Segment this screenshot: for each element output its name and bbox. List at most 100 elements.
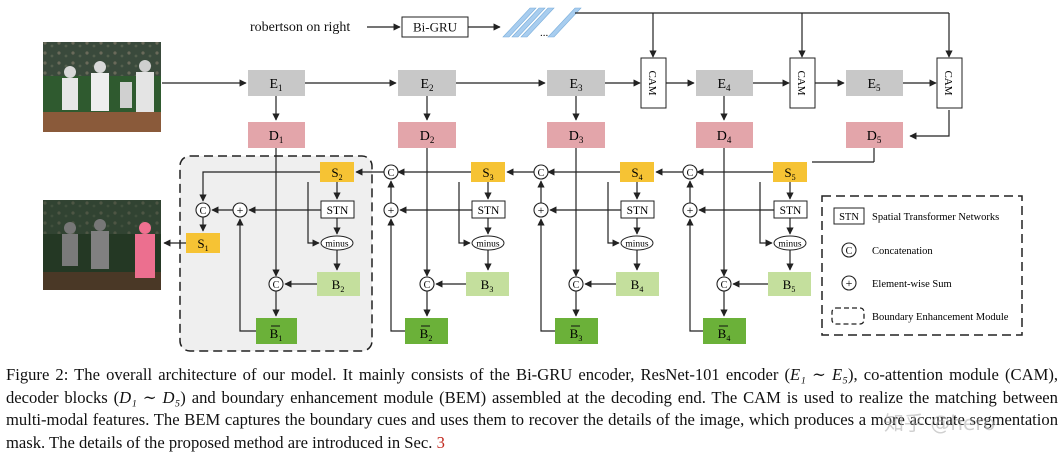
concat-upper-4: C [682,164,698,180]
sum-4: + [682,202,698,218]
word-vectors-ellipsis: ... [540,27,549,39]
concat-lower-1: C [268,276,284,292]
bbar-block-2: B2 [405,318,448,344]
s-block-2: S2 [320,162,354,182]
svg-text:STN: STN [627,205,649,217]
svg-text:minus: minus [625,240,649,250]
svg-text:+: + [687,203,694,217]
stn-box-5: STN [773,200,808,219]
svg-text:C: C [846,246,853,257]
svg-text:C: C [721,280,728,291]
svg-text:D4: D4 [717,129,732,145]
svg-text:B2: B2 [420,326,433,343]
svg-text:D1: D1 [269,129,284,145]
svg-text:B5: B5 [783,277,796,294]
svg-text:CAM: CAM [942,70,954,95]
minus-op-3: minus [471,235,505,251]
svg-text:Element-wise Sum: Element-wise Sum [872,279,952,290]
concat-lower-4: C [716,276,732,292]
legend-stn: STN Spatial Transformer Networks [833,207,999,225]
svg-text:B2: B2 [332,277,345,294]
decoder-d3: D3 [547,122,605,148]
svg-text:+: + [237,203,244,217]
svg-text:B1: B1 [270,326,283,343]
bbar-block-3: B3 [555,318,598,344]
svg-text:minus: minus [325,240,349,250]
svg-text:E1: E1 [269,77,282,93]
encoder-e3: E3 [547,70,605,96]
svg-text:C: C [273,280,280,291]
svg-text:minus: minus [476,240,500,250]
query-text: robertson on right [250,20,350,35]
svg-text:C: C [687,168,694,179]
svg-text:E2: E2 [420,77,433,93]
svg-text:CAM: CAM [795,70,807,95]
svg-text:S1: S1 [197,236,208,253]
encoder-e2: E2 [398,70,456,96]
svg-text:D5: D5 [867,129,882,145]
encoder-e5: E5 [846,70,903,96]
svg-text:Boundary Enhancement Module: Boundary Enhancement Module [872,312,1009,323]
section-ref-link[interactable]: 3 [436,432,445,452]
svg-text:D2: D2 [420,129,435,145]
input-image [43,42,161,132]
svg-text:C: C [388,168,395,179]
stn-box-4: STN [620,200,655,219]
legend-bem: Boundary Enhancement Module [831,307,1009,325]
svg-text:S2: S2 [331,165,342,182]
concat-upper-3: C [533,164,549,180]
svg-text:C: C [573,280,580,291]
svg-text:B3: B3 [570,326,583,343]
svg-text:C: C [424,280,431,291]
s-block-1: S1 [186,233,220,253]
svg-text:Concatenation: Concatenation [872,246,933,257]
stn-box-2: STN [320,200,355,219]
svg-text:+: + [846,276,853,290]
b-block-3: B3 [466,272,509,296]
architecture-diagram: robertson on right Bi-GRU ... E1 E2 E3 E… [43,7,1023,352]
decoder-d1: D1 [248,122,305,148]
sum-2: + [383,202,399,218]
decoder-d5: D5 [846,122,903,148]
stn-box-3: STN [471,200,506,219]
encoder-e4: E4 [696,70,753,96]
bbar-block-4: B4 [703,318,746,344]
svg-text:STN: STN [839,212,859,223]
svg-text:minus: minus [778,240,802,250]
concat-lower-3: C [568,276,584,292]
svg-text:STN: STN [478,205,500,217]
svg-text:+: + [388,203,395,217]
s-block-3: S3 [471,162,505,182]
s-block-5: S5 [773,162,807,182]
bbar-block-1: B1 [256,318,297,344]
figure-caption: Figure 2: The overall architecture of ou… [6,365,1058,452]
watermark: 知乎 @hero [884,411,996,435]
legend-concat: C Concatenation [841,242,933,258]
concat-lower-2: C [419,276,435,292]
minus-op-5: minus [773,235,807,251]
decoder-d4: D4 [696,122,753,148]
svg-text:C: C [538,168,545,179]
sum-3: + [533,202,549,218]
svg-text:D3: D3 [569,129,584,145]
b-block-5: B5 [768,272,811,296]
output-mask-image [43,200,161,290]
legend-sum: + Element-wise Sum [841,275,952,291]
svg-text:C: C [200,206,207,217]
svg-text:E3: E3 [569,77,583,93]
svg-text:B3: B3 [481,277,494,294]
svg-text:S4: S4 [631,165,642,182]
minus-op-4: minus [620,235,654,251]
svg-text:E5: E5 [867,77,881,93]
svg-text:Spatial Transformer Networks: Spatial Transformer Networks [872,212,999,223]
svg-text:+: + [538,203,545,217]
svg-text:E4: E4 [717,77,731,93]
concat-upper-2: C [383,164,399,180]
svg-text:STN: STN [327,205,349,217]
svg-text:CAM: CAM [646,70,658,95]
b-block-4: B4 [616,272,659,296]
word-vectors [502,7,582,38]
svg-text:B4: B4 [631,277,644,294]
svg-text:S3: S3 [482,165,493,182]
encoder-e1: E1 [248,70,305,96]
